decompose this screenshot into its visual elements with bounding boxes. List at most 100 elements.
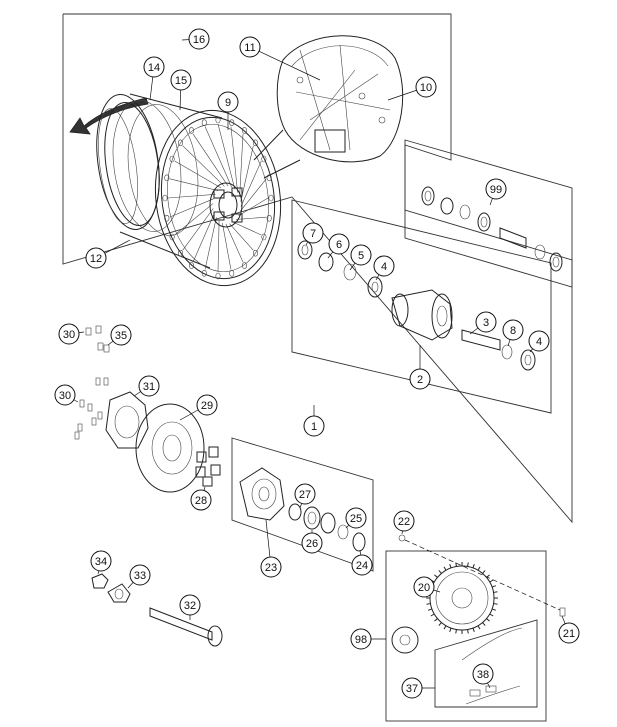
callout-label: 10 (420, 82, 432, 94)
callout-24: 24 (351, 549, 373, 576)
callout-8: 8 (502, 319, 524, 347)
callout-label: 4 (536, 336, 542, 348)
cush-drive-box (231, 437, 374, 572)
callout-label: 11 (244, 42, 255, 54)
callout-label: 4 (381, 261, 387, 273)
callout-12: 12 (85, 239, 131, 269)
callout-label: 34 (95, 556, 107, 568)
callout-circle (393, 510, 415, 532)
callout-37: 37 (401, 677, 435, 699)
wheel-panel-outline (62, 13, 573, 524)
callout-31: 31 (133, 375, 160, 397)
callout-9: 9 (217, 91, 239, 130)
callout-label: 3 (483, 317, 489, 329)
callout-3: 3 (469, 311, 497, 335)
callout-circle (413, 576, 435, 598)
callout-circle (415, 76, 437, 98)
callout-label: 20 (418, 582, 430, 594)
rotation-arrow-icon (69, 97, 149, 135)
callout-27: 27 (294, 483, 316, 509)
callout-label: 99 (490, 184, 502, 196)
callout-circle (302, 222, 324, 244)
callout-label: 29 (201, 400, 213, 412)
callout-circle (294, 483, 316, 505)
callout-label: 2 (417, 374, 423, 386)
callout-label: 32 (184, 600, 196, 612)
callout-circle (528, 330, 550, 352)
callout-label: 8 (510, 325, 516, 337)
bearing-kit-parts (421, 186, 563, 272)
callout-10: 10 (387, 76, 437, 101)
callout-circle (143, 56, 165, 78)
chain-box (434, 619, 538, 708)
callout-16: 16 (181, 28, 210, 50)
callout-circle (350, 628, 372, 650)
callout-28: 28 (190, 486, 212, 511)
callout-30: 30 (54, 384, 79, 406)
callout-circle (179, 594, 201, 616)
callout-circle (110, 324, 132, 346)
callout-label: 31 (143, 381, 155, 393)
callout-38: 38 (472, 663, 494, 689)
callout-4: 4 (373, 255, 395, 281)
brake-disc-parts (74, 325, 221, 493)
callout-14: 14 (143, 56, 165, 101)
callout-5: 5 (349, 244, 372, 271)
callout-label: 16 (193, 34, 205, 46)
spoke-detail-magnifier (253, 35, 404, 179)
callout-label: 25 (350, 513, 362, 525)
callout-34: 34 (90, 550, 112, 575)
hub-parts (297, 240, 536, 371)
callout-label: 12 (90, 253, 102, 265)
callout-label: 38 (477, 669, 489, 681)
callout-circle (472, 663, 494, 685)
callout-circle (303, 415, 325, 437)
callout-label: 22 (398, 516, 410, 528)
callout-label: 24 (356, 560, 368, 572)
callout-label: 5 (358, 250, 364, 262)
callout-circle (85, 247, 107, 269)
callout-leader (249, 46, 321, 81)
axle-parts (91, 573, 223, 647)
callout-circle (239, 36, 261, 58)
callout-label: 37 (406, 683, 418, 695)
callout-label: 15 (175, 75, 187, 87)
cush-drive-parts (239, 467, 366, 552)
callout-21: 21 (558, 615, 580, 644)
callout-7: 7 (302, 222, 324, 246)
rim-assembly (96, 93, 223, 269)
callout-label: 23 (265, 562, 277, 574)
callout-29: 29 (179, 394, 218, 421)
spoked-wheel (154, 109, 282, 287)
callout-circle (90, 550, 112, 572)
callout-circle (190, 489, 212, 511)
bearing-kit-box (404, 139, 573, 288)
callout-circle (54, 384, 76, 406)
callout-circle (475, 311, 497, 333)
callout-label: 28 (195, 495, 207, 507)
callout-label: 26 (306, 538, 318, 550)
callout-circle (58, 323, 80, 345)
callout-label: 21 (563, 628, 575, 640)
callout-circle (328, 233, 350, 255)
callout-circle (260, 556, 282, 578)
callout-20: 20 (413, 576, 441, 598)
callout-circle (373, 255, 395, 277)
callout-circle (558, 622, 580, 644)
callout-35: 35 (107, 324, 132, 346)
callout-circle (170, 69, 192, 91)
callout-22: 22 (393, 510, 415, 535)
callout-circle (188, 28, 210, 50)
callout-circle (502, 319, 524, 341)
sprocket-kit-box (385, 550, 547, 722)
callout-99: 99 (485, 178, 507, 206)
callout-label: 7 (310, 228, 316, 240)
callout-25: 25 (345, 507, 367, 529)
callout-30: 30 (58, 323, 85, 345)
callout-circle (301, 532, 323, 554)
callout-98: 98 (350, 628, 386, 650)
callout-label: 6 (336, 239, 342, 251)
callout-6: 6 (327, 233, 350, 259)
